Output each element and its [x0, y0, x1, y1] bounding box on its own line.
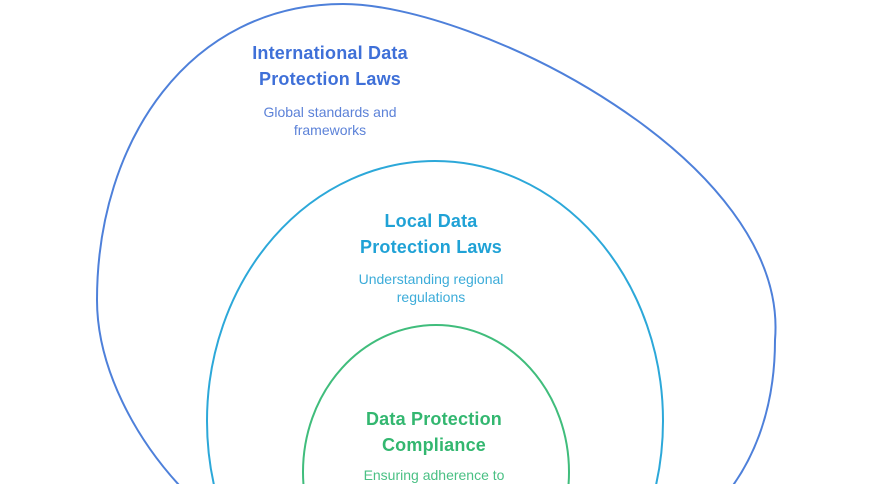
middle-ring-title: Local Data Protection Laws [359, 211, 503, 257]
middle-ring-ellipse [206, 160, 664, 484]
outer-ring-label: International Data Protection Laws Globa… [230, 40, 430, 139]
inner-ring-ellipse [302, 324, 570, 484]
inner-ring-title: Data Protection Compliance [365, 409, 503, 455]
outer-ring-ellipse [96, 3, 777, 484]
outer-ring-subtitle: Global standards and frameworks [263, 104, 397, 138]
inner-ring-label: Data Protection Compliance Ensuring adhe… [349, 406, 519, 484]
middle-ring-label: Local Data Protection Laws Understanding… [351, 208, 511, 306]
middle-ring-subtitle: Understanding regional regulations [358, 271, 504, 305]
outer-ring-title: International Data Protection Laws [252, 43, 408, 89]
inner-ring-subtitle: Ensuring adherence to [363, 467, 505, 483]
